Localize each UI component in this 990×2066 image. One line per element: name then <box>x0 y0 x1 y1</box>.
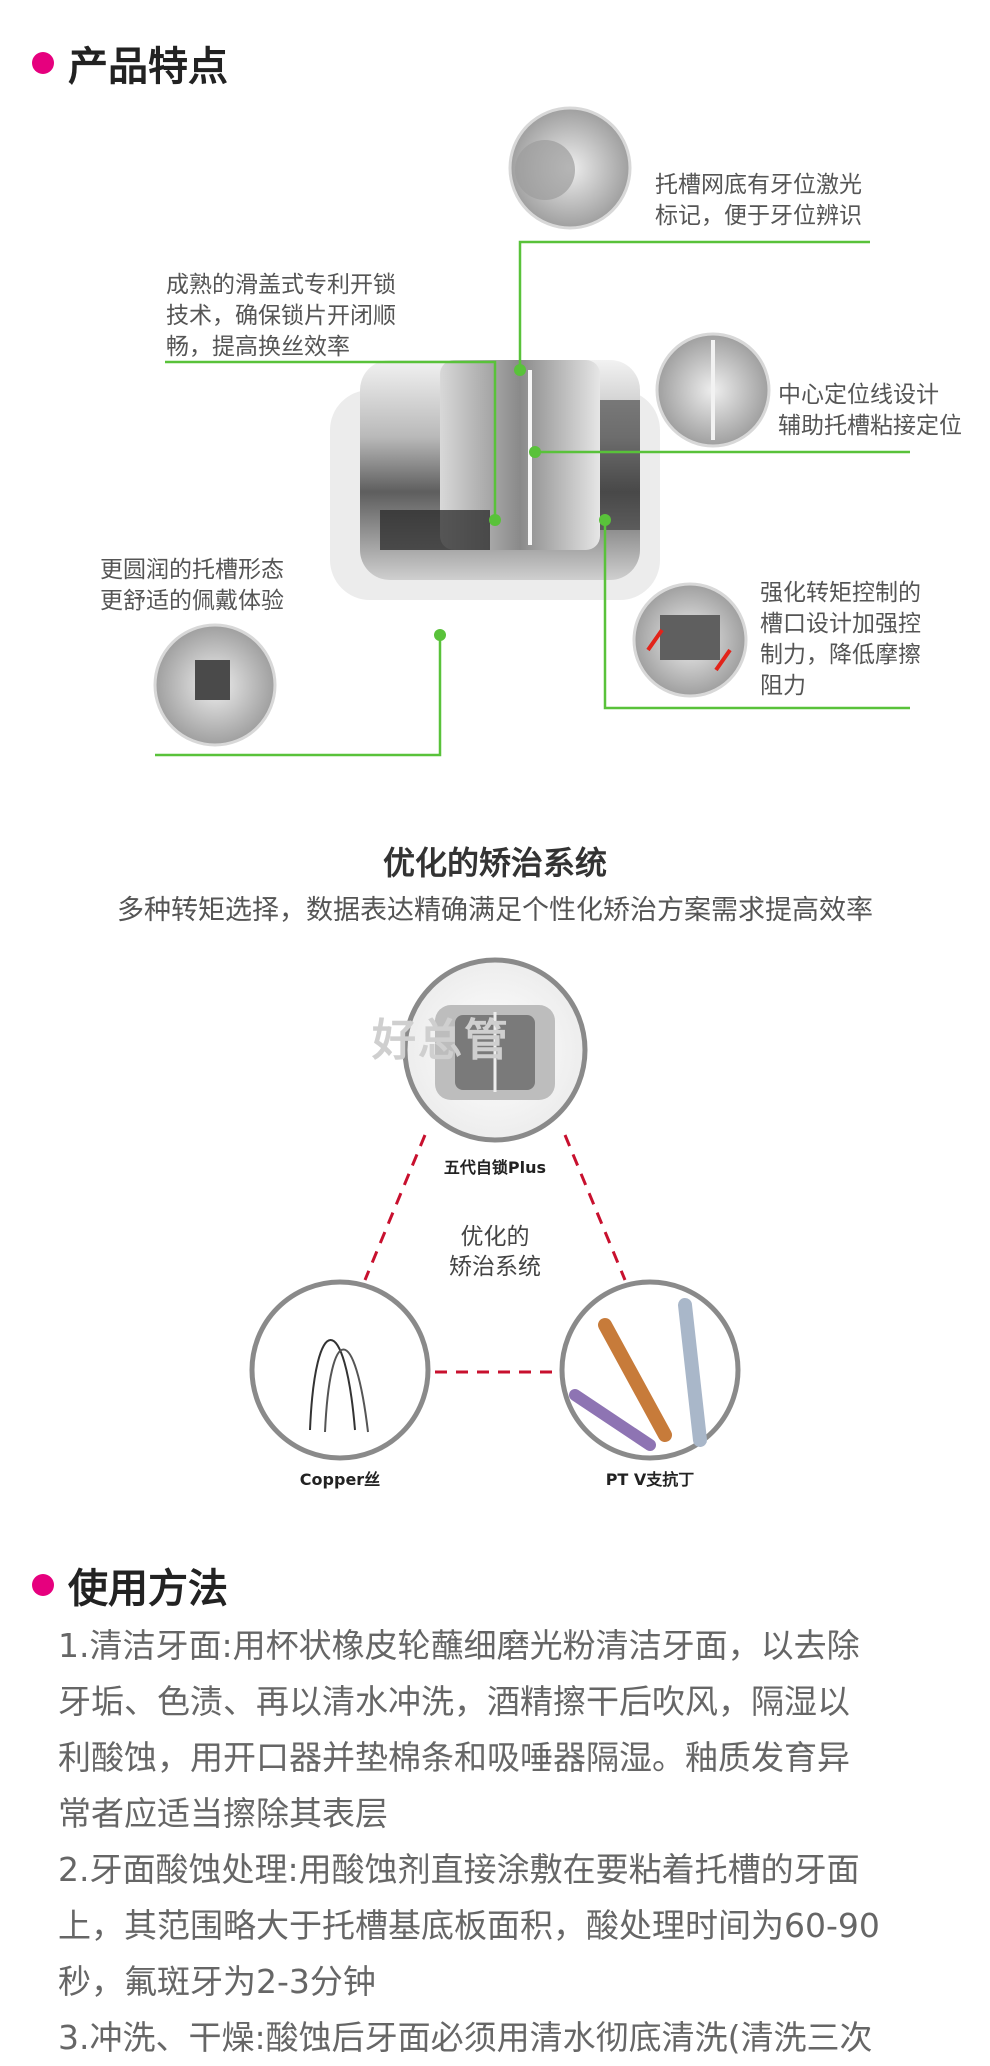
usage-instructions: 1.清洁牙面:用杯状橡皮轮蘸细磨光粉清洁牙面，以去除 牙垢、色渍、再以清水冲洗，… <box>58 1618 958 2066</box>
usage-section-title: 使用方法 <box>32 1556 228 1614</box>
slot-detail-circle <box>632 582 748 698</box>
node-label-screws: PT V支抗丁 <box>605 1470 695 1489</box>
callout-torque-control: 强化转矩控制的 槽口设计加强控 制力，降低摩擦 阻力 <box>760 580 921 699</box>
system-diagram <box>249 957 741 1461</box>
features-diagram <box>153 106 910 757</box>
node-copper-wire <box>249 1279 431 1461</box>
rounded-shape-detail-circle <box>153 623 277 747</box>
callout-laser-marking: 托槽网底有牙位激光 标记，便于牙位辨识 <box>655 172 862 229</box>
system-subtitle: 多种转矩选择，数据表达精确满足个性化矫治方案需求提高效率 <box>117 895 873 926</box>
system-center-label: 优化的 矫治系统 <box>449 1224 541 1280</box>
node-label-copper: Copper丝 <box>299 1470 381 1489</box>
node-mini-screws <box>559 1279 741 1461</box>
usage-line: 1.清洁牙面:用杯状橡皮轮蘸细磨光粉清洁牙面，以去除 <box>58 1626 860 1665</box>
bullet-dot-icon <box>32 1574 54 1596</box>
node-bracket <box>402 957 588 1143</box>
features-title: 产品特点 <box>68 44 228 90</box>
usage-line: 常者应适当擦除其表层 <box>58 1794 388 1833</box>
centerline-detail-circle <box>655 332 771 448</box>
watermark-text: 好总管 <box>372 1015 510 1066</box>
usage-line: 2.牙面酸蚀处理:用酸蚀剂直接涂敷在要粘着托槽的牙面 <box>58 1850 860 1889</box>
node-label-bracket: 五代自锁Plus <box>443 1158 547 1177</box>
usage-line: 3.冲洗、干燥:酸蚀后牙面必须用清水彻底清洗(清洗三次 <box>58 2018 873 2057</box>
features-section-title: 产品特点 <box>32 34 228 92</box>
callout-rounded-shape: 更圆润的托槽形态 更舒适的佩戴体验 <box>100 557 284 614</box>
usage-line: 上，其范围略大于托槽基底板面积，酸处理时间为60-90 <box>58 1906 880 1945</box>
system-title: 优化的矫治系统 <box>382 844 607 882</box>
bracket-illustration <box>330 360 660 600</box>
usage-line: 利酸蚀，用开口器并垫棉条和吸唾器隔湿。釉质发育异 <box>58 1738 850 1777</box>
mesh-detail-circle <box>508 106 632 230</box>
callout-sliding-lock: 成熟的滑盖式专利开锁 技术，确保锁片开闭顺 畅，提高换丝效率 <box>166 272 396 360</box>
dashed-connectors <box>363 1134 627 1374</box>
bullet-dot-icon <box>32 52 54 74</box>
usage-line: 牙垢、色渍、再以清水冲洗，酒精擦干后吹风，隔湿以 <box>58 1682 850 1721</box>
leader-dots <box>434 364 611 641</box>
usage-line: 秒，氟斑牙为2-3分钟 <box>58 1962 376 2001</box>
leader-lines <box>155 240 910 757</box>
usage-title: 使用方法 <box>68 1566 228 1612</box>
callout-center-line: 中心定位线设计 辅助托槽粘接定位 <box>778 382 962 439</box>
